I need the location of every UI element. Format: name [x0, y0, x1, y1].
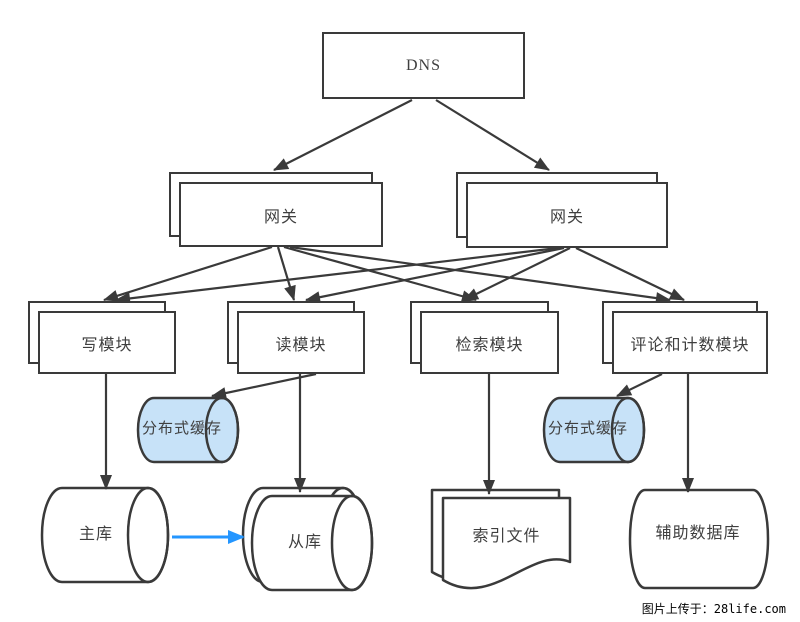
- edge-dns-gateway-left: [273, 99, 413, 171]
- node-module-search: 检索模块: [410, 301, 559, 374]
- node-gateway-left: 网关: [169, 172, 383, 247]
- master-db-cylinder: [40, 486, 170, 584]
- cache-left-cylinder: [136, 396, 240, 464]
- edge-gwr-read: [305, 246, 565, 304]
- node-module-search-label: 检索模块: [455, 336, 524, 354]
- node-gateway-left-label: 网关: [263, 208, 298, 226]
- node-dns: DNS: [322, 32, 525, 99]
- node-module-read-label: 读模块: [275, 336, 327, 354]
- edge-gwl-read: [276, 246, 296, 301]
- edge-read-cache: [211, 372, 317, 399]
- node-dns-label: DNS: [405, 56, 441, 74]
- node-module-comment-label: 评论和计数模块: [630, 336, 750, 354]
- diagram-edges: [100, 99, 694, 544]
- node-module-write-label: 写模块: [81, 336, 133, 354]
- node-gateway-right: 网关: [456, 172, 668, 248]
- index-file-documents: [430, 488, 572, 590]
- aux-db-stored-data: [628, 488, 770, 590]
- cache-right-label: 分布式缓存: [547, 421, 628, 438]
- watermark: 图片上传于：28life.com: [641, 602, 786, 616]
- cache-left-label: 分布式缓存: [141, 421, 222, 438]
- index-file-label: 索引文件: [472, 527, 541, 545]
- edge-gwl-comment: [289, 245, 671, 305]
- aux-db-label: 辅助数据库: [655, 524, 741, 542]
- node-module-comment: 评论和计数模块: [602, 301, 768, 374]
- slave-db-stacked-cylinder: [241, 486, 374, 592]
- edge-gwr-comment: [575, 247, 685, 301]
- edge-gwl-search: [283, 245, 477, 303]
- edge-comment-cache: [616, 373, 663, 397]
- cache-right-cylinder: [542, 396, 646, 464]
- edge-dns-gateway-right: [435, 99, 550, 171]
- slave-db-label: 从库: [287, 533, 322, 551]
- master-db-label: 主库: [78, 525, 113, 543]
- node-module-write: 写模块: [28, 301, 176, 374]
- edge-gwl-write: [103, 245, 273, 302]
- edge-gwr-write: [115, 246, 559, 305]
- node-module-read: 读模块: [227, 301, 365, 374]
- node-gateway-right-label: 网关: [549, 209, 584, 226]
- edge-gwr-search: [463, 247, 571, 301]
